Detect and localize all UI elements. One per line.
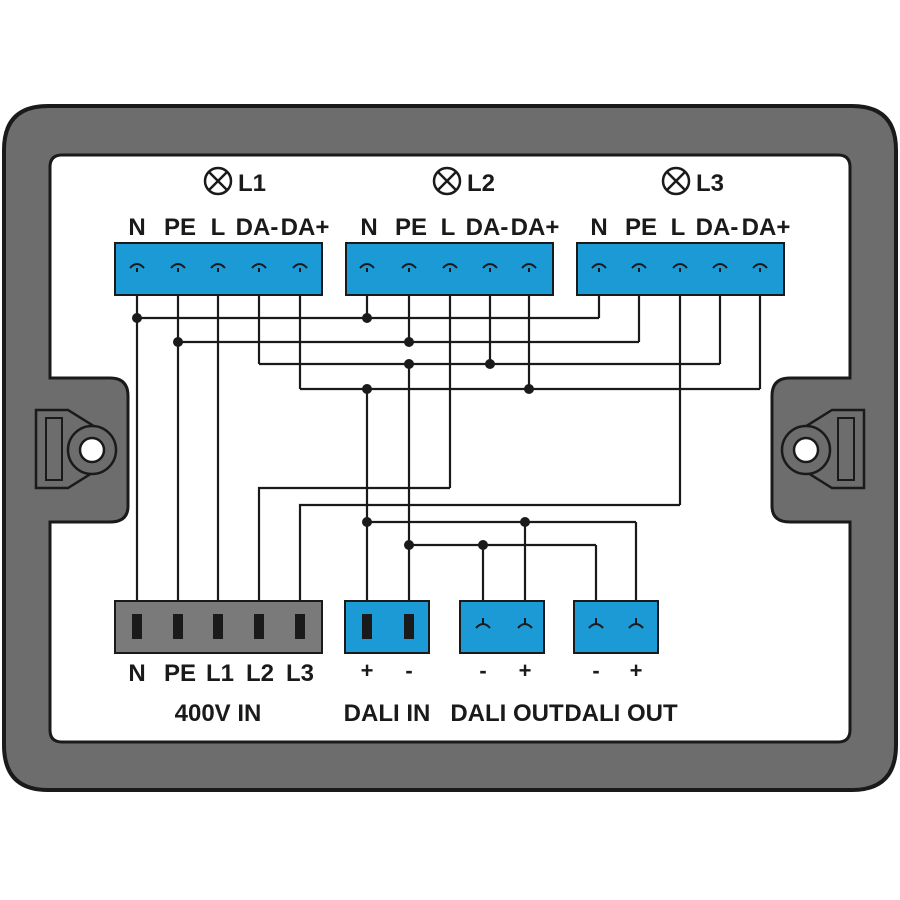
l2-pin-l: L xyxy=(441,214,456,241)
lamp-l2: L2 xyxy=(432,166,495,197)
mounting-tab-right xyxy=(780,408,866,490)
mounting-tab-left xyxy=(34,408,118,490)
bottom-block-titles: 400V IN DALI IN DALI OUT DALI OUT xyxy=(175,700,678,727)
terminal-block-l2 xyxy=(345,242,554,296)
lamp-l3: L3 xyxy=(661,166,724,197)
terminal-block-400v-in xyxy=(114,600,323,654)
l2-pin-n: N xyxy=(360,214,377,241)
terminal-block-dali-out-1 xyxy=(459,600,545,654)
dali-out-2-pin-minus: - xyxy=(592,658,599,683)
l1-pin-da-plus: DA+ xyxy=(281,214,330,241)
title-dali-out-2: DALI OUT xyxy=(564,700,678,727)
dali-out-2-pin-plus: + xyxy=(630,658,643,683)
dali-out-1-pin-minus: - xyxy=(479,658,486,683)
terminal-block-l1 xyxy=(114,242,323,296)
l1-pin-pe: PE xyxy=(164,214,196,241)
dali-out-1-pin-plus: + xyxy=(519,658,532,683)
l2-pin-pe: PE xyxy=(395,214,427,241)
l3-pin-da-minus: DA- xyxy=(696,214,739,241)
mains-pin-n: N xyxy=(128,660,145,687)
terminal-block-dali-in xyxy=(344,600,430,654)
lamp-label-l2: L2 xyxy=(467,170,495,197)
lamp-l1: L1 xyxy=(203,166,266,197)
title-dali-in: DALI IN xyxy=(344,700,431,727)
dali-in-pin-minus: - xyxy=(405,658,412,683)
l2-pin-da-plus: DA+ xyxy=(511,214,560,241)
top-pin-labels: N PE L DA- DA+ N PE L DA- DA+ N PE L DA-… xyxy=(128,214,790,241)
lamp-label-l3: L3 xyxy=(696,170,724,197)
mains-pin-pe: PE xyxy=(164,660,196,687)
terminal-block-l3 xyxy=(576,242,785,296)
title-400v-in: 400V IN xyxy=(175,700,262,727)
l3-pin-pe: PE xyxy=(625,214,657,241)
dali-in-pin-plus: + xyxy=(361,658,374,683)
l3-pin-da-plus: DA+ xyxy=(742,214,791,241)
mains-pin-l1: L1 xyxy=(206,660,234,687)
l3-pin-n: N xyxy=(590,214,607,241)
l3-pin-l: L xyxy=(671,214,686,241)
l2-pin-da-minus: DA- xyxy=(466,214,509,241)
lamp-label-l1: L1 xyxy=(238,170,266,197)
terminal-block-dali-out-2 xyxy=(573,600,659,654)
mains-pin-l2: L2 xyxy=(246,660,274,687)
mains-pin-l3: L3 xyxy=(286,660,314,687)
junction-dots xyxy=(132,313,534,550)
l1-pin-l: L xyxy=(211,214,226,241)
title-dali-out-1: DALI OUT xyxy=(450,700,564,727)
bottom-pin-labels: N PE L1 L2 L3 + - - + - + xyxy=(128,658,642,687)
l1-pin-n: N xyxy=(128,214,145,241)
l1-pin-da-minus: DA- xyxy=(236,214,279,241)
